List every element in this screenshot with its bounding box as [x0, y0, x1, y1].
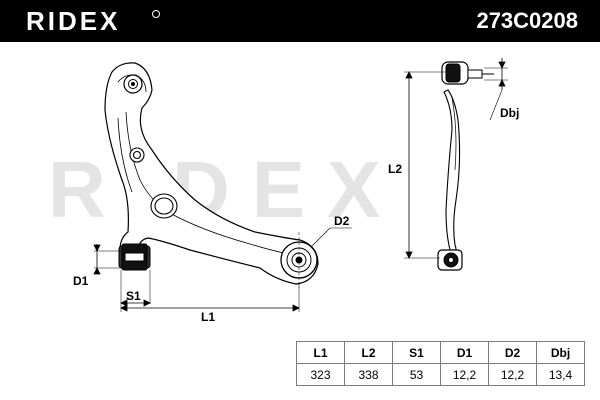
ball-joint-top: [123, 74, 143, 94]
spec-table: L1 L2 S1 D1 D2 Dbj 323 338 53 12,2 12,2 …: [296, 341, 585, 386]
spec-value-cell: 53: [392, 363, 441, 386]
label-dbj: Dbj: [500, 106, 519, 120]
header-bar: RIDEX 273C0208: [0, 0, 600, 42]
label-l2: L2: [388, 162, 402, 176]
rear-bushing: [280, 232, 318, 288]
part-number: 273C0208: [476, 8, 578, 33]
label-s1: S1: [126, 289, 141, 303]
spec-value-cell: 12,2: [440, 363, 489, 386]
dimension-lines: [93, 227, 352, 312]
spec-header-cell: L2: [344, 341, 393, 364]
side-ball-joint: [441, 61, 494, 85]
side-bushing: [437, 249, 463, 271]
brand-logo: RIDEX: [26, 6, 121, 36]
spec-value-cell: 13,4: [536, 363, 585, 386]
spec-header-cell: D1: [440, 341, 489, 364]
spec-header-cell: L1: [296, 341, 345, 364]
label-d1: D1: [73, 274, 89, 288]
spec-header-row: L1 L2 S1 D1 D2 Dbj: [296, 341, 585, 364]
arm-holes: [129, 147, 178, 219]
label-d2: D2: [334, 214, 350, 228]
label-l1: L1: [201, 310, 215, 324]
registered-mark-icon: [152, 10, 160, 18]
side-dimension-lines: [404, 58, 508, 259]
spec-header-cell: D2: [488, 341, 537, 364]
front-bushing: [118, 243, 151, 271]
spec-value-cell: 12,2: [488, 363, 537, 386]
spec-value-cell: 338: [344, 363, 393, 386]
spec-value-cell: 323: [296, 363, 345, 386]
spec-header-cell: S1: [392, 341, 441, 364]
control-arm-side-view: [443, 89, 461, 257]
spec-value-row: 323 338 53 12,2 12,2 13,4: [296, 363, 585, 386]
spec-header-cell: Dbj: [536, 341, 585, 364]
